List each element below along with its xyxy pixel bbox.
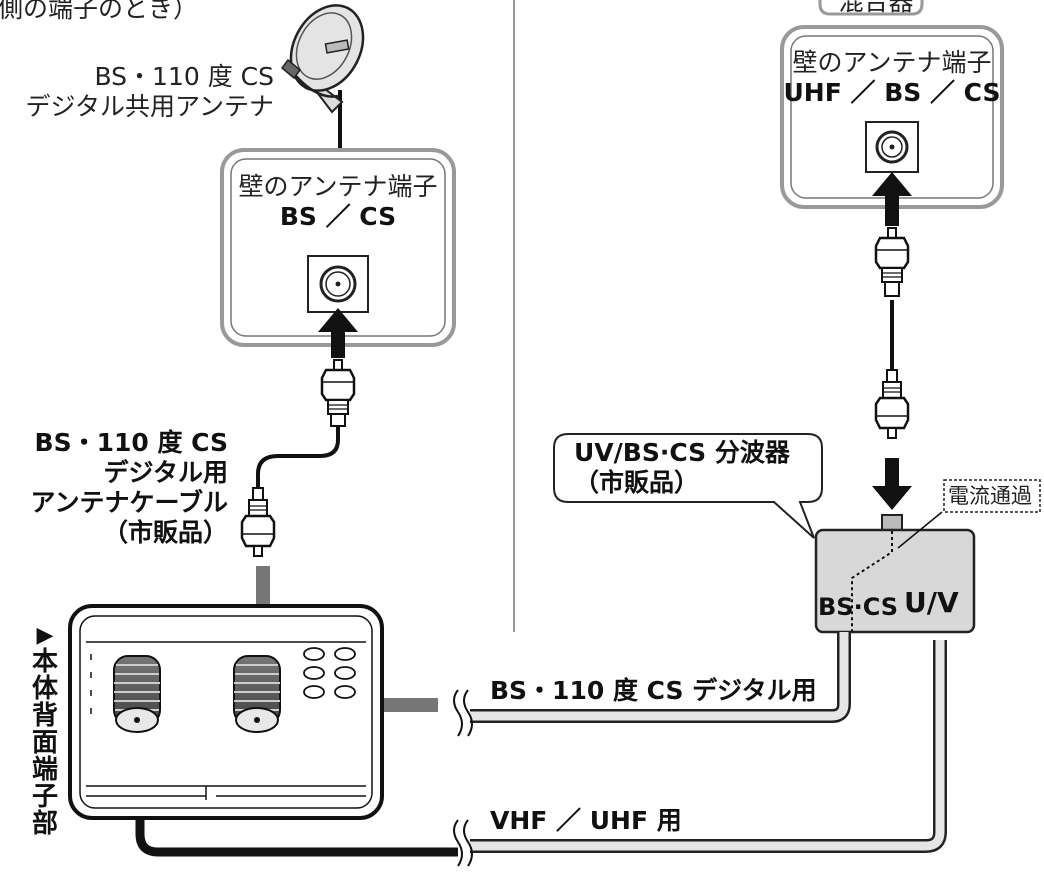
top-left-note: 側の端子のとき） — [0, 0, 199, 23]
cable-label: BS・110 度 CS デジタル用 アンテナケーブル （市販品） — [30, 428, 228, 548]
unit-label: ▶ 本 体 背 面 端 子 部 — [30, 622, 60, 838]
cable-label-line-3: アンテナケーブル — [30, 488, 228, 517]
f-connector-icon — [240, 487, 276, 557]
cable-break-icon — [453, 689, 473, 737]
unit-label-char-6: 子 — [31, 782, 58, 812]
unit-label-arrow: ▶ — [36, 623, 54, 648]
antenna-terminal-vhf-icon — [113, 655, 161, 733]
cable-vhf-black — [135, 780, 458, 857]
power-pass-box — [943, 479, 1041, 513]
wall-left-sub: BS ／ CS — [279, 202, 397, 231]
splitter-callout-text: UV/BS·CS 分波器 （市販品） — [574, 438, 790, 498]
cable-label-line-4: （市販品） — [102, 518, 228, 547]
splitter-port-right: U/V — [904, 586, 959, 619]
dish-label: BS・110 度 CS デジタル共用アンテナ — [25, 62, 274, 122]
cable-vhf-uhf — [470, 640, 945, 851]
f-connector-icon — [874, 227, 910, 297]
unit-label-char-4: 面 — [31, 728, 58, 758]
unit-label-char-1: 本 — [31, 647, 58, 677]
mixer-box — [818, 0, 924, 16]
f-connector-icon — [320, 359, 356, 427]
splitter-callout — [553, 433, 823, 539]
panel-oval-buttons — [303, 647, 356, 699]
cable-break-icon — [453, 819, 473, 867]
wall-terminal-right: 壁のアンテナ端子 UHF ／ BS ／ CS — [782, 48, 1002, 108]
cable-vhf-label: VHF ／ UHF 用 — [490, 806, 682, 835]
wall-right-sub: UHF ／ BS ／ CS — [783, 78, 1001, 107]
wall-terminal-left: 壁のアンテナ端子 BS ／ CS — [222, 172, 454, 232]
cable-bs-cs — [470, 632, 849, 721]
cable-label-line-1: BS・110 度 CS — [34, 428, 228, 457]
cable-label-line-2: デジタル用 — [103, 458, 228, 487]
splitter-callout-line-1: UV/BS·CS 分波器 — [574, 438, 790, 467]
cable-bs-label: BS・110 度 CS デジタル用 — [490, 676, 817, 705]
arrow-up-icon — [872, 172, 912, 196]
unit-label-char-5: 端 — [31, 755, 58, 785]
antenna-cable-left — [256, 425, 340, 490]
splitter-input-port — [881, 514, 903, 532]
antenna-terminal-bs-icon — [233, 655, 281, 733]
f-connector-icon — [874, 369, 910, 439]
splitter-callout-line-2: （市販品） — [574, 468, 700, 497]
mixer-label: 混合器 — [838, 0, 914, 16]
wall-left-title: 壁のアンテナ端子 — [238, 172, 438, 201]
unit-label-char-3: 背 — [31, 701, 58, 731]
unit-label-char-7: 部 — [31, 809, 58, 839]
dish-label-line-2: デジタル共用アンテナ — [25, 92, 274, 121]
dish-label-line-1: BS・110 度 CS — [94, 62, 274, 91]
splitter-body — [814, 528, 976, 634]
arrow-down-icon — [872, 486, 912, 510]
unit-label-char-2: 体 — [31, 674, 58, 704]
wall-right-title: 壁のアンテナ端子 — [792, 48, 992, 77]
arrow-up-icon — [318, 308, 358, 332]
power-pass-label: 電流通過 — [948, 484, 1032, 508]
splitter-port-left: BS·CS — [818, 593, 899, 621]
satellite-dish-icon — [280, 4, 365, 150]
